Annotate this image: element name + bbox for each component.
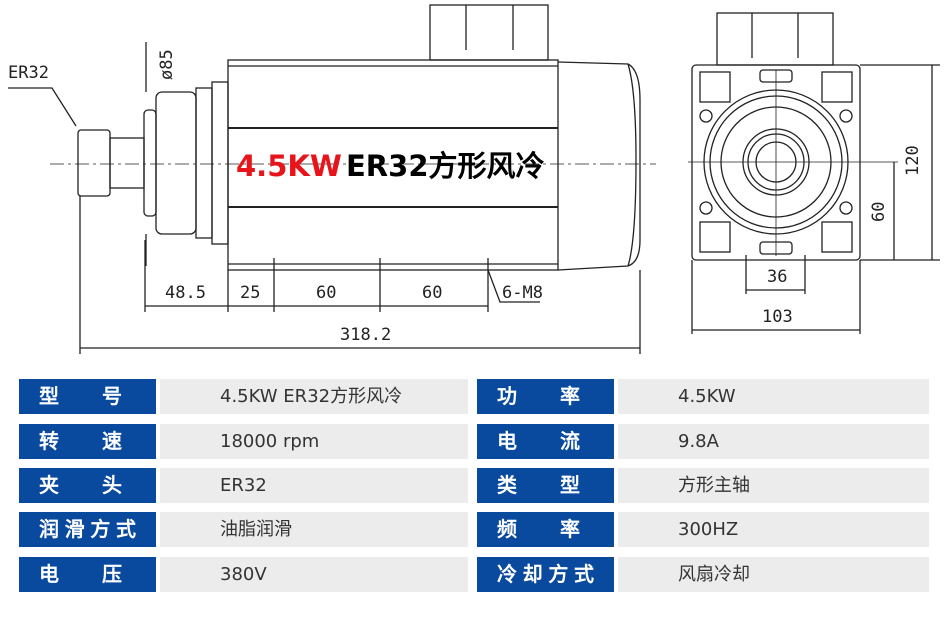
side-view: [8, 4, 656, 354]
dim-120: 120: [903, 145, 923, 176]
dim-48-5: 48.5: [165, 283, 206, 303]
spec-value: 4.5KW ER32方形风冷: [160, 379, 468, 414]
spec-value: 380V: [160, 557, 468, 592]
spec-label: 电流: [477, 424, 614, 459]
dim-60-a: 60: [316, 283, 336, 303]
spec-value: 方形主轴: [618, 468, 929, 503]
dim-60-height: 60: [869, 202, 889, 222]
collet-callout: ER32: [8, 63, 49, 83]
spec-value: 300HZ: [618, 512, 929, 547]
dim-25: 25: [240, 283, 260, 303]
spec-value: ER32: [160, 468, 468, 503]
dim-36: 36: [767, 267, 787, 287]
title-power: 4.5KW: [236, 149, 342, 183]
spec-label: 功率: [477, 379, 614, 414]
spec-label: 频率: [477, 512, 614, 547]
spec-value: 风扇冷却: [618, 557, 929, 592]
dim-60-b: 60: [422, 283, 442, 303]
spec-label: 冷却方式: [477, 557, 614, 592]
spec-value: 9.8A: [618, 424, 929, 459]
total-length: 318.2: [340, 325, 391, 345]
spec-value: 4.5KW: [618, 379, 929, 414]
title-model: ER32方形风冷: [346, 149, 545, 183]
spec-label: 润滑方式: [19, 512, 156, 547]
mount-holes-label: 6-M8: [502, 283, 543, 303]
spec-row: 润滑方式油脂润滑: [19, 512, 468, 547]
spec-label: 电压: [19, 557, 156, 592]
end-view: [688, 12, 940, 334]
diameter-label: ø85: [157, 49, 177, 80]
spec-row: 冷却方式风扇冷却: [477, 557, 929, 592]
spec-label: 类型: [477, 468, 614, 503]
spec-value: 18000 rpm: [160, 424, 468, 459]
spec-label: 转速: [19, 424, 156, 459]
technical-drawing: ER32 ø85 48.5 25 60 60 6-M8 318.2 4.5KW …: [8, 4, 940, 354]
spec-row: 类型方形主轴: [477, 468, 929, 503]
spec-label: 夹头: [19, 468, 156, 503]
spec-label: 型号: [19, 379, 156, 414]
spec-value: 油脂润滑: [160, 512, 468, 547]
dim-103: 103: [762, 307, 793, 327]
